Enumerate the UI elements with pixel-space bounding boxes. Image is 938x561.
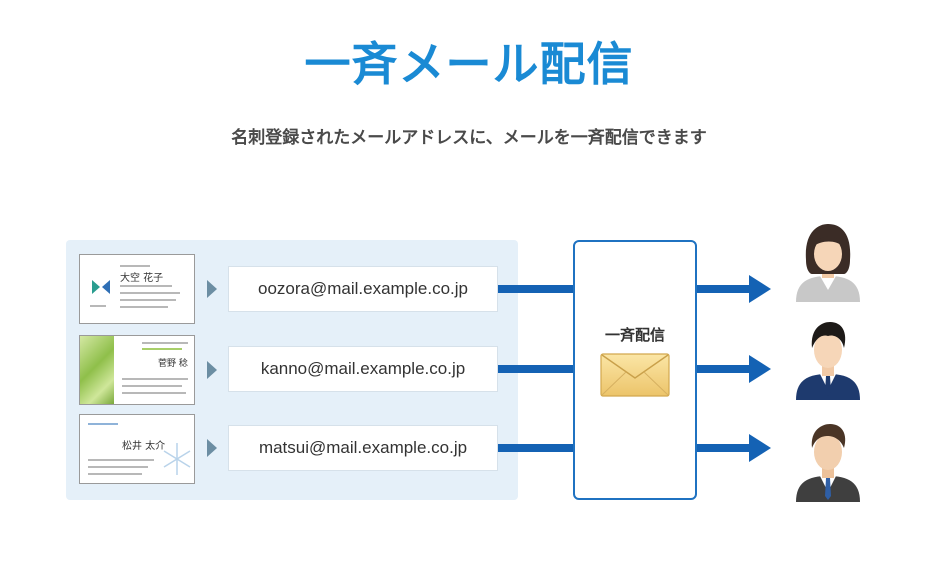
connector-line [498, 444, 573, 452]
email-address: matsui@mail.example.co.jp [228, 425, 498, 471]
snowflake-icon [163, 443, 191, 475]
person-icon [796, 224, 860, 302]
arrow-right-icon [697, 434, 771, 462]
chevron-right-icon [207, 439, 217, 457]
person-icon [796, 424, 860, 502]
page-title: 一斉メール配信 [304, 37, 634, 91]
page-subtitle: 名刺登録されたメールアドレスに、メールを一斉配信できます [231, 128, 707, 148]
card-name: 大空 花子 [120, 273, 164, 284]
business-card: 松井 太介 [79, 414, 195, 484]
card-leaf-image [80, 336, 114, 404]
person-icon [796, 322, 860, 400]
connector-line [498, 365, 573, 373]
arrow-right-icon [697, 275, 771, 303]
company-logo-icon [92, 280, 110, 294]
email-address: kanno@mail.example.co.jp [228, 346, 498, 392]
business-card: 大空 花子 [79, 254, 195, 324]
chevron-right-icon [207, 280, 217, 298]
business-card: 菅野 稔 [79, 335, 195, 405]
email-address: oozora@mail.example.co.jp [228, 266, 498, 312]
card-name: 菅野 稔 [158, 359, 188, 369]
bulk-send-box: 一斉配信 [573, 240, 697, 500]
envelope-icon [600, 353, 670, 397]
chevron-right-icon [207, 361, 217, 379]
card-name: 松井 太介 [122, 441, 166, 452]
arrow-right-icon [697, 355, 771, 383]
connector-line [498, 285, 573, 293]
bulk-send-label: 一斉配信 [604, 326, 665, 344]
